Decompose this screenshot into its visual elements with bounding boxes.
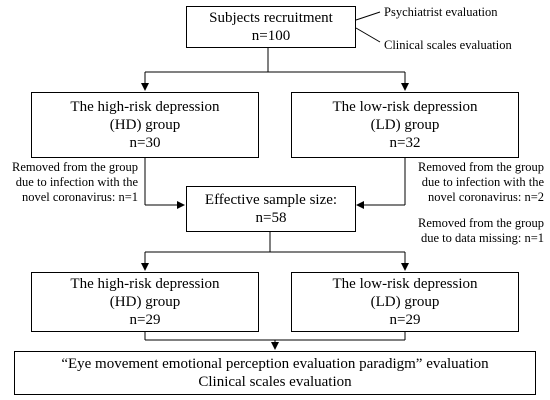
line-to-clinical-scales-evaluation: [355, 27, 381, 43]
hd-initial-line1: The high-risk depression: [70, 99, 220, 115]
hd-group-final-box: The high-risk depression (HD) group n=29: [31, 272, 259, 332]
hd-initial-count: n=30: [129, 135, 161, 151]
ld-final-line2: (LD) group: [370, 294, 440, 310]
removed-ld-infection-note: Removed from the group due to infection …: [417, 160, 544, 204]
evaluation-box: “Eye movement emotional perception evalu…: [14, 351, 536, 395]
ld-initial-line1: The low-risk depression: [332, 99, 478, 115]
hd-final-line2: (HD) group: [109, 294, 181, 310]
evaluation-line1: “Eye movement emotional perception evalu…: [61, 356, 489, 372]
effective-sample-count: n=58: [255, 210, 287, 226]
ld-final-count: n=29: [389, 312, 421, 328]
recruitment-count: n=100: [251, 28, 291, 44]
hd-final-count: n=29: [129, 312, 161, 328]
clinical-scales-evaluation-label: Clinical scales evaluation: [384, 38, 512, 52]
hd-final-line1: The high-risk depression: [70, 276, 220, 292]
removed-ld-missing-note: Removed from the group due to data missi…: [417, 216, 544, 245]
recruitment-title: Subjects recruitment: [209, 10, 333, 26]
line-to-psychiatrist-evaluation: [355, 11, 381, 21]
ld-group-initial-box: The low-risk depression (LD) group n=32: [291, 92, 519, 158]
ld-initial-line2: (LD) group: [370, 117, 440, 133]
ld-final-line1: The low-risk depression: [332, 276, 478, 292]
ld-group-final-box: The low-risk depression (LD) group n=29: [291, 272, 519, 332]
psychiatrist-evaluation-label: Psychiatrist evaluation: [384, 5, 498, 19]
recruitment-box: Subjects recruitment n=100: [186, 6, 356, 48]
removed-hd-note: Removed from the group due to infection …: [11, 160, 138, 204]
ld-initial-count: n=32: [389, 135, 421, 151]
effective-sample-box: Effective sample size: n=58: [186, 186, 356, 232]
hd-group-initial-box: The high-risk depression (HD) group n=30: [31, 92, 259, 158]
effective-sample-title: Effective sample size:: [204, 192, 338, 208]
hd-initial-line2: (HD) group: [109, 117, 181, 133]
evaluation-line2: Clinical scales evaluation: [198, 374, 352, 390]
